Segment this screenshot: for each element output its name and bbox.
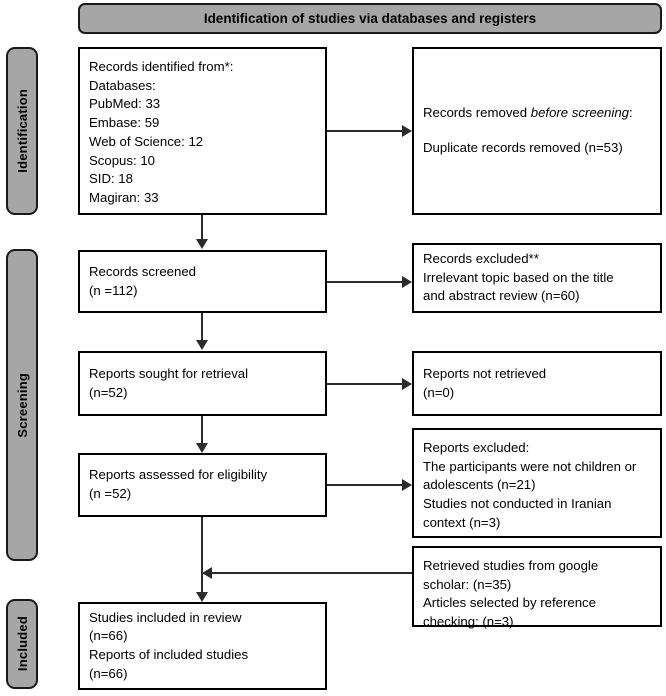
connector-assessed-to-excluded xyxy=(327,484,402,486)
studies-included-line-4: (n=66) xyxy=(89,665,128,681)
retrieved-other-line-4: checking: (n=3) xyxy=(423,614,514,630)
connector-assessed-to-included xyxy=(201,517,203,593)
reports-assessed-line-1: Reports assessed for eligibility xyxy=(89,467,268,483)
records-identified-line-4: Embase: 59 xyxy=(89,115,160,131)
retrieved-other-line-1: Retrieved studies from google xyxy=(423,558,599,573)
arrowhead-sought-to-assessed xyxy=(196,443,208,453)
phase-bar-identification: Identification xyxy=(6,47,38,215)
reports-excluded-line-1: Reports excluded: xyxy=(423,440,530,455)
phase-label-identification: Identification xyxy=(14,89,30,173)
connector-identified-to-removed xyxy=(327,130,402,132)
studies-included-line-2: (n=66) xyxy=(89,628,128,644)
arrowhead-screened-to-sought xyxy=(196,340,208,350)
records-excluded-line-1: Records excluded** xyxy=(423,250,539,266)
node-records-screened: Records screened (n =112) xyxy=(78,250,327,313)
records-excluded-line-2: Irrelevant topic based on the title xyxy=(423,269,614,285)
records-identified-line-7: SID: 18 xyxy=(89,171,133,187)
records-identified-line-6: Scopus: 10 xyxy=(89,152,155,168)
diagram-title-text: Identification of studies via databases … xyxy=(203,11,537,26)
records-screened-line-1: Records screened xyxy=(89,263,197,279)
records-removed-heading-italic: before screening xyxy=(530,105,629,121)
connector-screened-to-excluded xyxy=(327,281,402,283)
connector-identified-to-screened xyxy=(201,215,203,240)
arrowhead-assessed-to-included xyxy=(196,592,208,602)
records-removed-heading-suffix: : xyxy=(629,105,633,121)
phase-label-included: Included xyxy=(14,616,30,672)
retrieved-other-line-2: scholar: (n=35) xyxy=(423,576,512,592)
reports-not-retrieved-line-1: Reports not retrieved xyxy=(423,365,547,381)
connector-sought-to-not-retrieved xyxy=(327,383,402,385)
records-identified-line-2: Databases: xyxy=(89,77,156,93)
node-retrieved-other-sources: Retrieved studies from google scholar: (… xyxy=(412,546,662,629)
node-records-excluded: Records excluded** Irrelevant topic base… xyxy=(412,243,662,313)
phase-bar-included: Included xyxy=(6,599,38,689)
studies-included-line-1: Studies included in review xyxy=(89,609,242,625)
node-studies-included: Studies included in review (n=66) Report… xyxy=(78,602,327,690)
reports-not-retrieved-line-2: (n=0) xyxy=(423,384,455,400)
reports-excluded-line-3: adolescents (n=21) xyxy=(423,477,536,493)
records-identified-line-3: PubMed: 33 xyxy=(89,96,161,112)
records-identified-line-5: Web of Science: 12 xyxy=(89,133,204,149)
phase-bar-screening: Screening xyxy=(6,249,38,561)
diagram-title-banner: Identification of studies via databases … xyxy=(78,3,662,34)
connector-sought-to-assessed xyxy=(201,416,203,444)
arrowhead-retrieved-other-to-included xyxy=(202,567,212,579)
reports-excluded-line-4: Studies not conducted in Iranian xyxy=(423,496,612,512)
phase-label-screening: Screening xyxy=(14,372,30,438)
records-identified-line-1: Records identified from*: xyxy=(89,59,234,74)
reports-sought-line-1: Reports sought for retrieval xyxy=(89,365,249,381)
records-excluded-line-3: and abstract review (n=60) xyxy=(423,288,580,304)
reports-sought-line-2: (n=52) xyxy=(89,384,128,400)
studies-included-line-3: Reports of included studies xyxy=(89,647,249,662)
records-removed-heading: Records removed before screening: xyxy=(423,104,651,123)
arrowhead-assessed-to-excluded xyxy=(402,479,412,491)
node-reports-not-retrieved: Reports not retrieved (n=0) xyxy=(412,351,662,416)
records-removed-heading-prefix: Records removed xyxy=(423,105,531,121)
node-records-identified: Records identified from*: Databases: Pub… xyxy=(78,47,327,215)
connector-retrieved-other-to-included xyxy=(212,572,412,574)
records-removed-detail: Duplicate records removed (n=53) xyxy=(423,140,623,155)
reports-assessed-line-2: (n =52) xyxy=(89,486,132,501)
node-records-removed: Records removed before screening: Duplic… xyxy=(412,47,662,215)
records-removed-spacer xyxy=(423,123,651,139)
records-screened-line-2: (n =112) xyxy=(89,282,138,298)
arrowhead-screened-to-excluded xyxy=(402,276,412,288)
reports-excluded-line-2: The participants were not children or xyxy=(423,458,637,474)
node-reports-assessed: Reports assessed for eligibility (n =52) xyxy=(78,453,327,517)
node-reports-excluded: Reports excluded: The participants were … xyxy=(412,428,662,538)
connector-screened-to-sought xyxy=(201,313,203,341)
arrowhead-identified-to-screened xyxy=(196,239,208,249)
records-identified-line-8: Magiran: 33 xyxy=(89,190,159,206)
arrowhead-identified-to-removed xyxy=(402,125,412,137)
arrowhead-sought-to-not-retrieved xyxy=(402,378,412,390)
reports-excluded-line-5: context (n=3) xyxy=(423,514,501,530)
retrieved-other-line-3: Articles selected by reference xyxy=(423,595,596,611)
node-reports-sought: Reports sought for retrieval (n=52) xyxy=(78,351,327,416)
